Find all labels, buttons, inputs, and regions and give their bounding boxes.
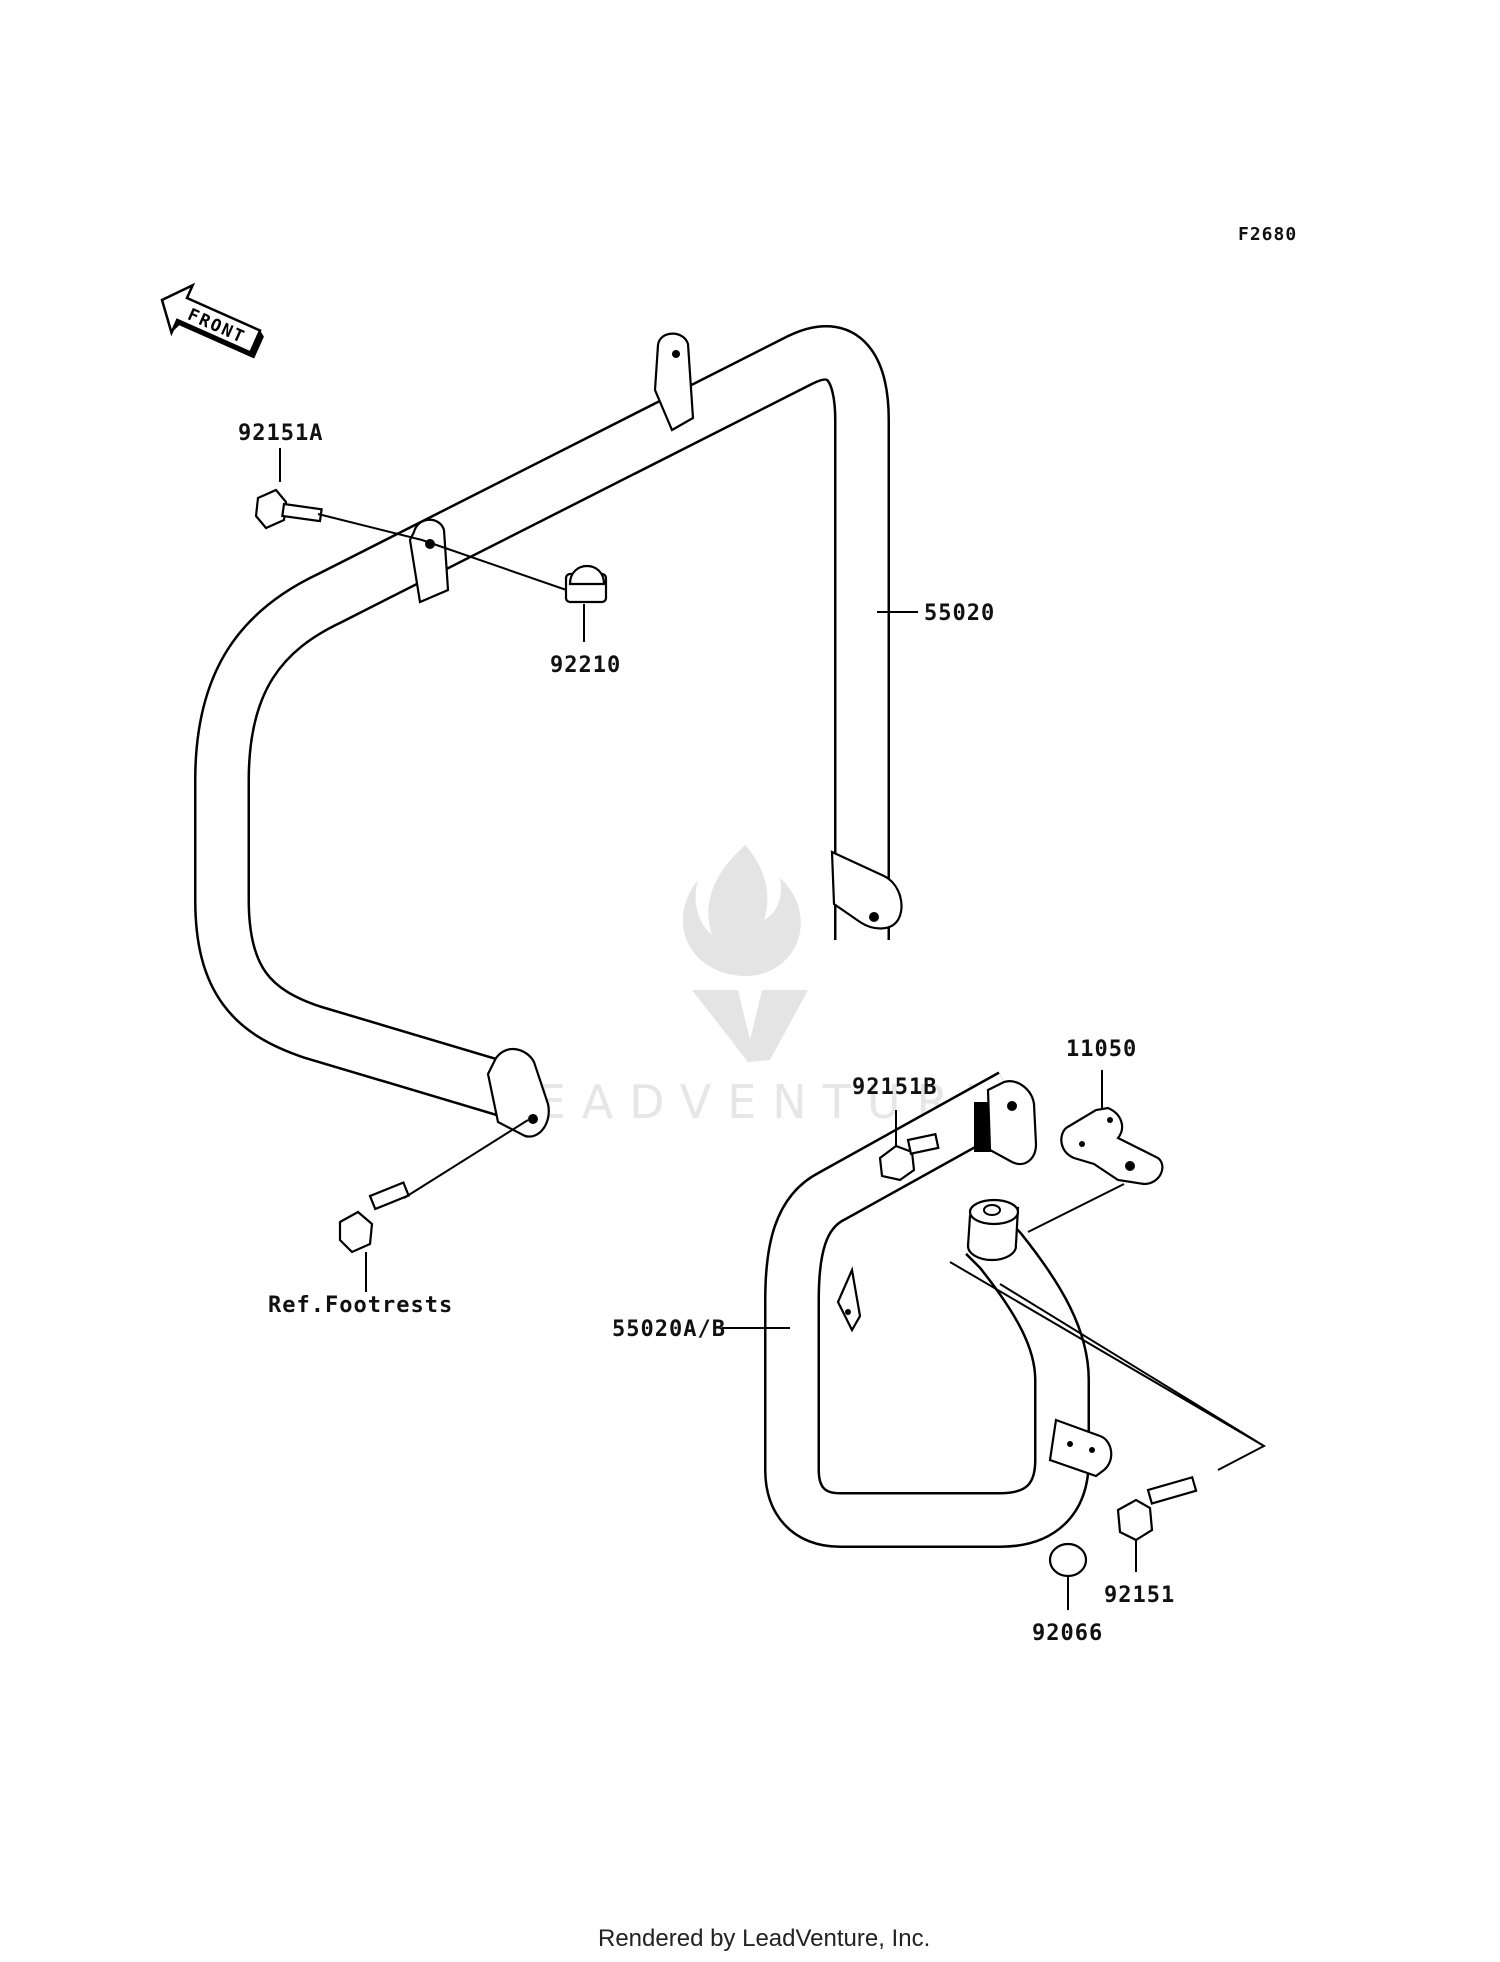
watermark-text: LEADVENTURE [495, 1075, 1010, 1129]
leader-bolt-to-plate [403, 1119, 529, 1199]
bolt-92151-icon [1116, 1475, 1198, 1542]
label-92151b: 92151B [852, 1075, 937, 1100]
front-arrow-icon: FRONT [160, 282, 264, 359]
cap-nut-92210-icon [564, 564, 608, 604]
leader-11050-to-collar [1027, 1183, 1125, 1233]
engine-guard-55020 [194, 325, 903, 1138]
leader-92151-to-guard [949, 1261, 1267, 1471]
label-92066: 92066 [1032, 1621, 1103, 1646]
leader-92151a-to-nut [317, 513, 579, 595]
bolt-92151a-icon [254, 488, 323, 530]
bolt-92151b-icon [878, 1132, 940, 1182]
cap-92066-icon [1048, 1542, 1088, 1578]
bracket-11050-icon [1060, 1106, 1164, 1186]
label-92151: 92151 [1104, 1583, 1175, 1608]
label-55020: 55020 [924, 601, 995, 626]
label-92151a: 92151A [238, 421, 323, 446]
label-92210: 92210 [550, 653, 621, 678]
figure-code: F2680 [1238, 224, 1297, 245]
footer-credit: Rendered by LeadVenture, Inc. [598, 1925, 930, 1952]
label-55020ab: 55020A/B [612, 1317, 726, 1342]
watermark-logo [682, 845, 808, 1062]
label-ref-footrests: Ref.Footrests [268, 1293, 453, 1318]
bolt-footrests-icon [338, 1181, 411, 1254]
label-11050: 11050 [1066, 1037, 1137, 1062]
